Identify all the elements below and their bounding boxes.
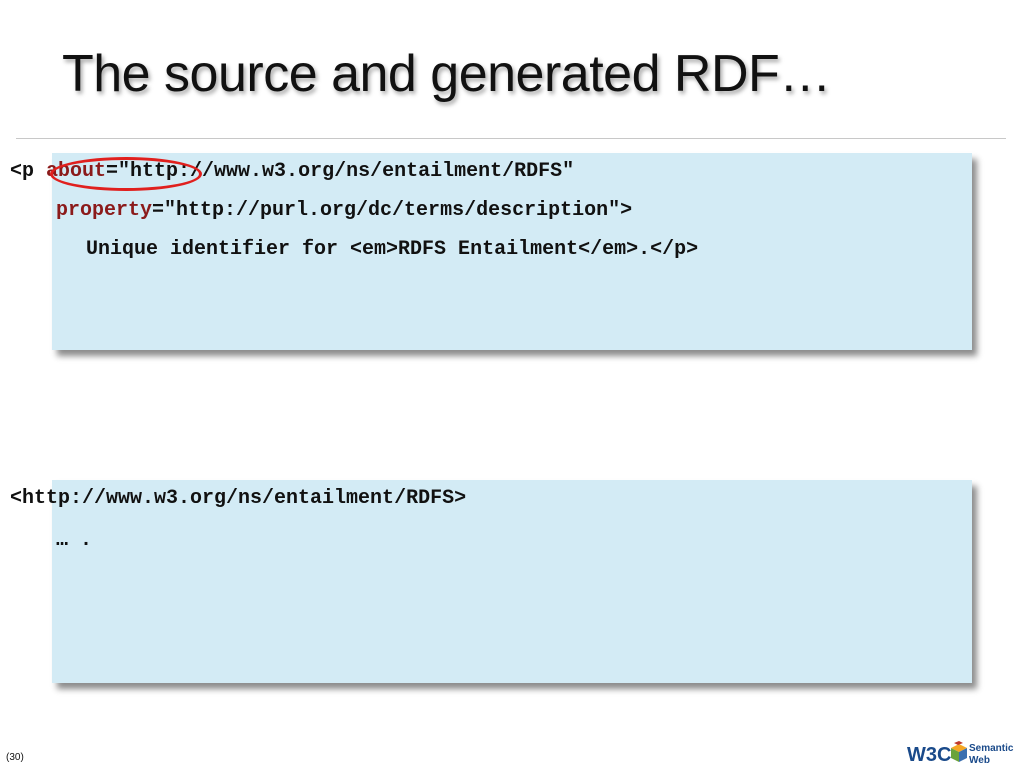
- rdf-subject: <http://www.w3.org/ns/entailment/RDFS>: [10, 487, 467, 510]
- source-line-3: Unique identifier for <em>RDFS Entailmen…: [86, 238, 699, 261]
- source-line-2: property="http://purl.org/dc/terms/descr…: [56, 199, 632, 223]
- title-divider: [16, 138, 1006, 139]
- web-logo-text: Web: [969, 755, 990, 766]
- source-line-1-prefix: <p: [10, 160, 47, 183]
- w3c-semantic-web-logo: W3C Semantic Web: [907, 740, 1022, 766]
- semantic-web-cube-icon: [951, 741, 967, 762]
- page-number: (30): [6, 752, 24, 763]
- property-attribute: property: [56, 199, 153, 222]
- slide-title: The source and generated RDF…: [62, 45, 831, 103]
- source-line-2-value: ="http://purl.org/dc/terms/description">: [152, 199, 633, 222]
- source-code-box: [52, 153, 972, 350]
- generated-rdf-box: [52, 480, 972, 683]
- semantic-logo-text: Semantic: [969, 743, 1014, 754]
- source-line-1-value: ="http://www.w3.org/ns/entailment/RDFS": [106, 160, 575, 183]
- highlight-ellipse: [50, 157, 202, 191]
- rdf-continuation: … .: [56, 529, 93, 552]
- w3c-logo-text: W3C: [907, 744, 951, 766]
